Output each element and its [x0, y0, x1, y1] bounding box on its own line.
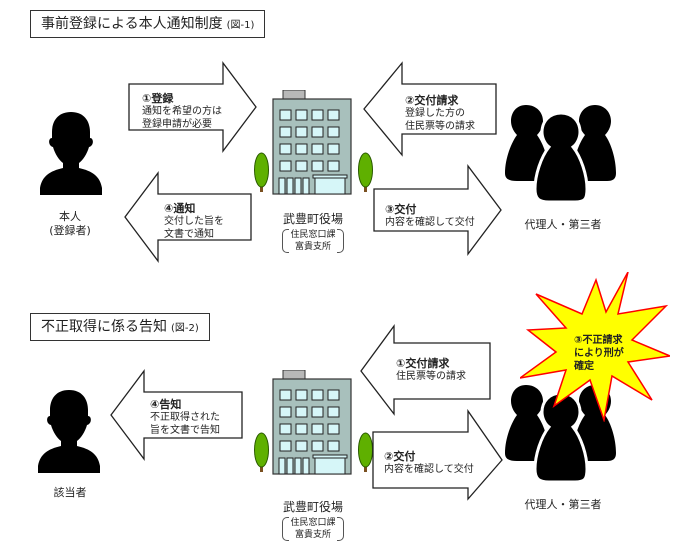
arrow-request-head: ②交付請求	[405, 94, 459, 107]
section1-fig-label: (図-1)	[226, 20, 255, 31]
office-sub-1: 住民窓口課	[290, 230, 336, 240]
arrow-notify-line: 交付した旨を	[164, 216, 224, 227]
burst-line: 確定	[574, 361, 594, 372]
arrow-left-shape	[363, 61, 497, 157]
explosion-burst-icon	[520, 272, 670, 422]
person-label-line2: (登録者)	[49, 224, 91, 237]
person-label: 本人 (登録者)	[30, 210, 110, 238]
arrow-notify: ④通知 交付した旨を 文書で通知	[124, 171, 254, 263]
arrow-register: ①登録 通知を希望の方は 登録申請が必要	[128, 61, 258, 153]
affected-person-label: 該当者	[53, 486, 87, 499]
office-sub-2: 富貴支所	[294, 530, 331, 540]
arrow-issue-2: ②交付 内容を確認して交付	[372, 408, 504, 501]
arrow-notify-line: 文書で通知	[164, 229, 214, 240]
arrow-right-shape	[128, 61, 257, 153]
group-label: 代理人・第三者	[524, 218, 602, 231]
tree-icon	[358, 152, 373, 192]
section2-title-box: 不正取得に係る告知 (図-2)	[30, 313, 210, 341]
arrow-right-shape	[372, 408, 503, 501]
burst-line: により刑が	[574, 348, 624, 359]
burst-text: ③不正請求 により刑が 確定	[574, 334, 624, 373]
office-label: 武豊町役場 住民窓口課 富貴支所	[268, 210, 358, 253]
arrow-left-shape	[360, 324, 491, 416]
arrow-request-2-head: ①交付請求	[396, 357, 450, 370]
arrow-inform: ④告知 不正取得された 旨を文書で告知	[110, 369, 245, 461]
arrow-inform-head: ④告知	[150, 398, 182, 411]
group-label: 代理人・第三者	[524, 498, 602, 511]
town-hall-building-icon	[254, 90, 373, 195]
arrow-left-shape	[110, 369, 243, 461]
arrow-issue-2-line: 内容を確認して交付	[384, 464, 474, 475]
group-silhouette-icon	[505, 105, 616, 203]
section2-title: 不正取得に係る告知	[41, 319, 167, 335]
tree-icon	[254, 432, 269, 472]
arrow-inform-line: 旨を文書で告知	[150, 425, 220, 436]
arrow-register-line: 通知を希望の方は	[142, 106, 222, 117]
person-silhouette-icon	[38, 390, 100, 473]
arrow-request-2-line: 住民票等の請求	[396, 371, 466, 382]
person-silhouette-icon	[40, 112, 102, 195]
tree-icon	[254, 152, 269, 192]
arrow-request: ②交付請求 登録した方の 住民票等の請求	[363, 61, 498, 157]
arrow-request-line: 登録した方の	[405, 108, 465, 119]
arrow-issue-head: ③交付	[385, 203, 417, 216]
arrow-notify-head: ④通知	[164, 202, 196, 215]
arrow-left-shape	[124, 171, 252, 263]
arrow-register-line: 登録申請が必要	[142, 119, 212, 130]
section2-fig-label: (図-2)	[171, 323, 199, 334]
office-sub-1: 住民窓口課	[290, 518, 336, 528]
office-name: 武豊町役場	[282, 212, 343, 226]
arrow-register-head: ①登録	[142, 92, 174, 105]
person-label-line1: 本人	[59, 210, 81, 223]
town-hall-building-icon	[254, 370, 373, 475]
office-sub-2: 富貴支所	[294, 242, 331, 252]
arrow-request-line: 住民票等の請求	[405, 121, 475, 132]
arrow-right-shape	[373, 164, 502, 256]
arrow-issue-2-head: ②交付	[384, 450, 416, 463]
burst-line: ③不正請求	[574, 335, 623, 346]
arrow-request-2: ①交付請求 住民票等の請求	[360, 324, 495, 416]
section1-title-box: 事前登録による本人通知制度(図-1)	[30, 10, 266, 38]
arrow-issue: ③交付 内容を確認して交付	[373, 164, 503, 256]
tree-icon	[358, 432, 373, 472]
arrow-issue-line: 内容を確認して交付	[385, 217, 475, 228]
section1-title: 事前登録による本人通知制度	[41, 16, 223, 32]
office-name: 武豊町役場	[282, 500, 343, 514]
office-label: 武豊町役場 住民窓口課 富貴支所	[268, 498, 358, 541]
arrow-inform-line: 不正取得された	[150, 412, 220, 423]
